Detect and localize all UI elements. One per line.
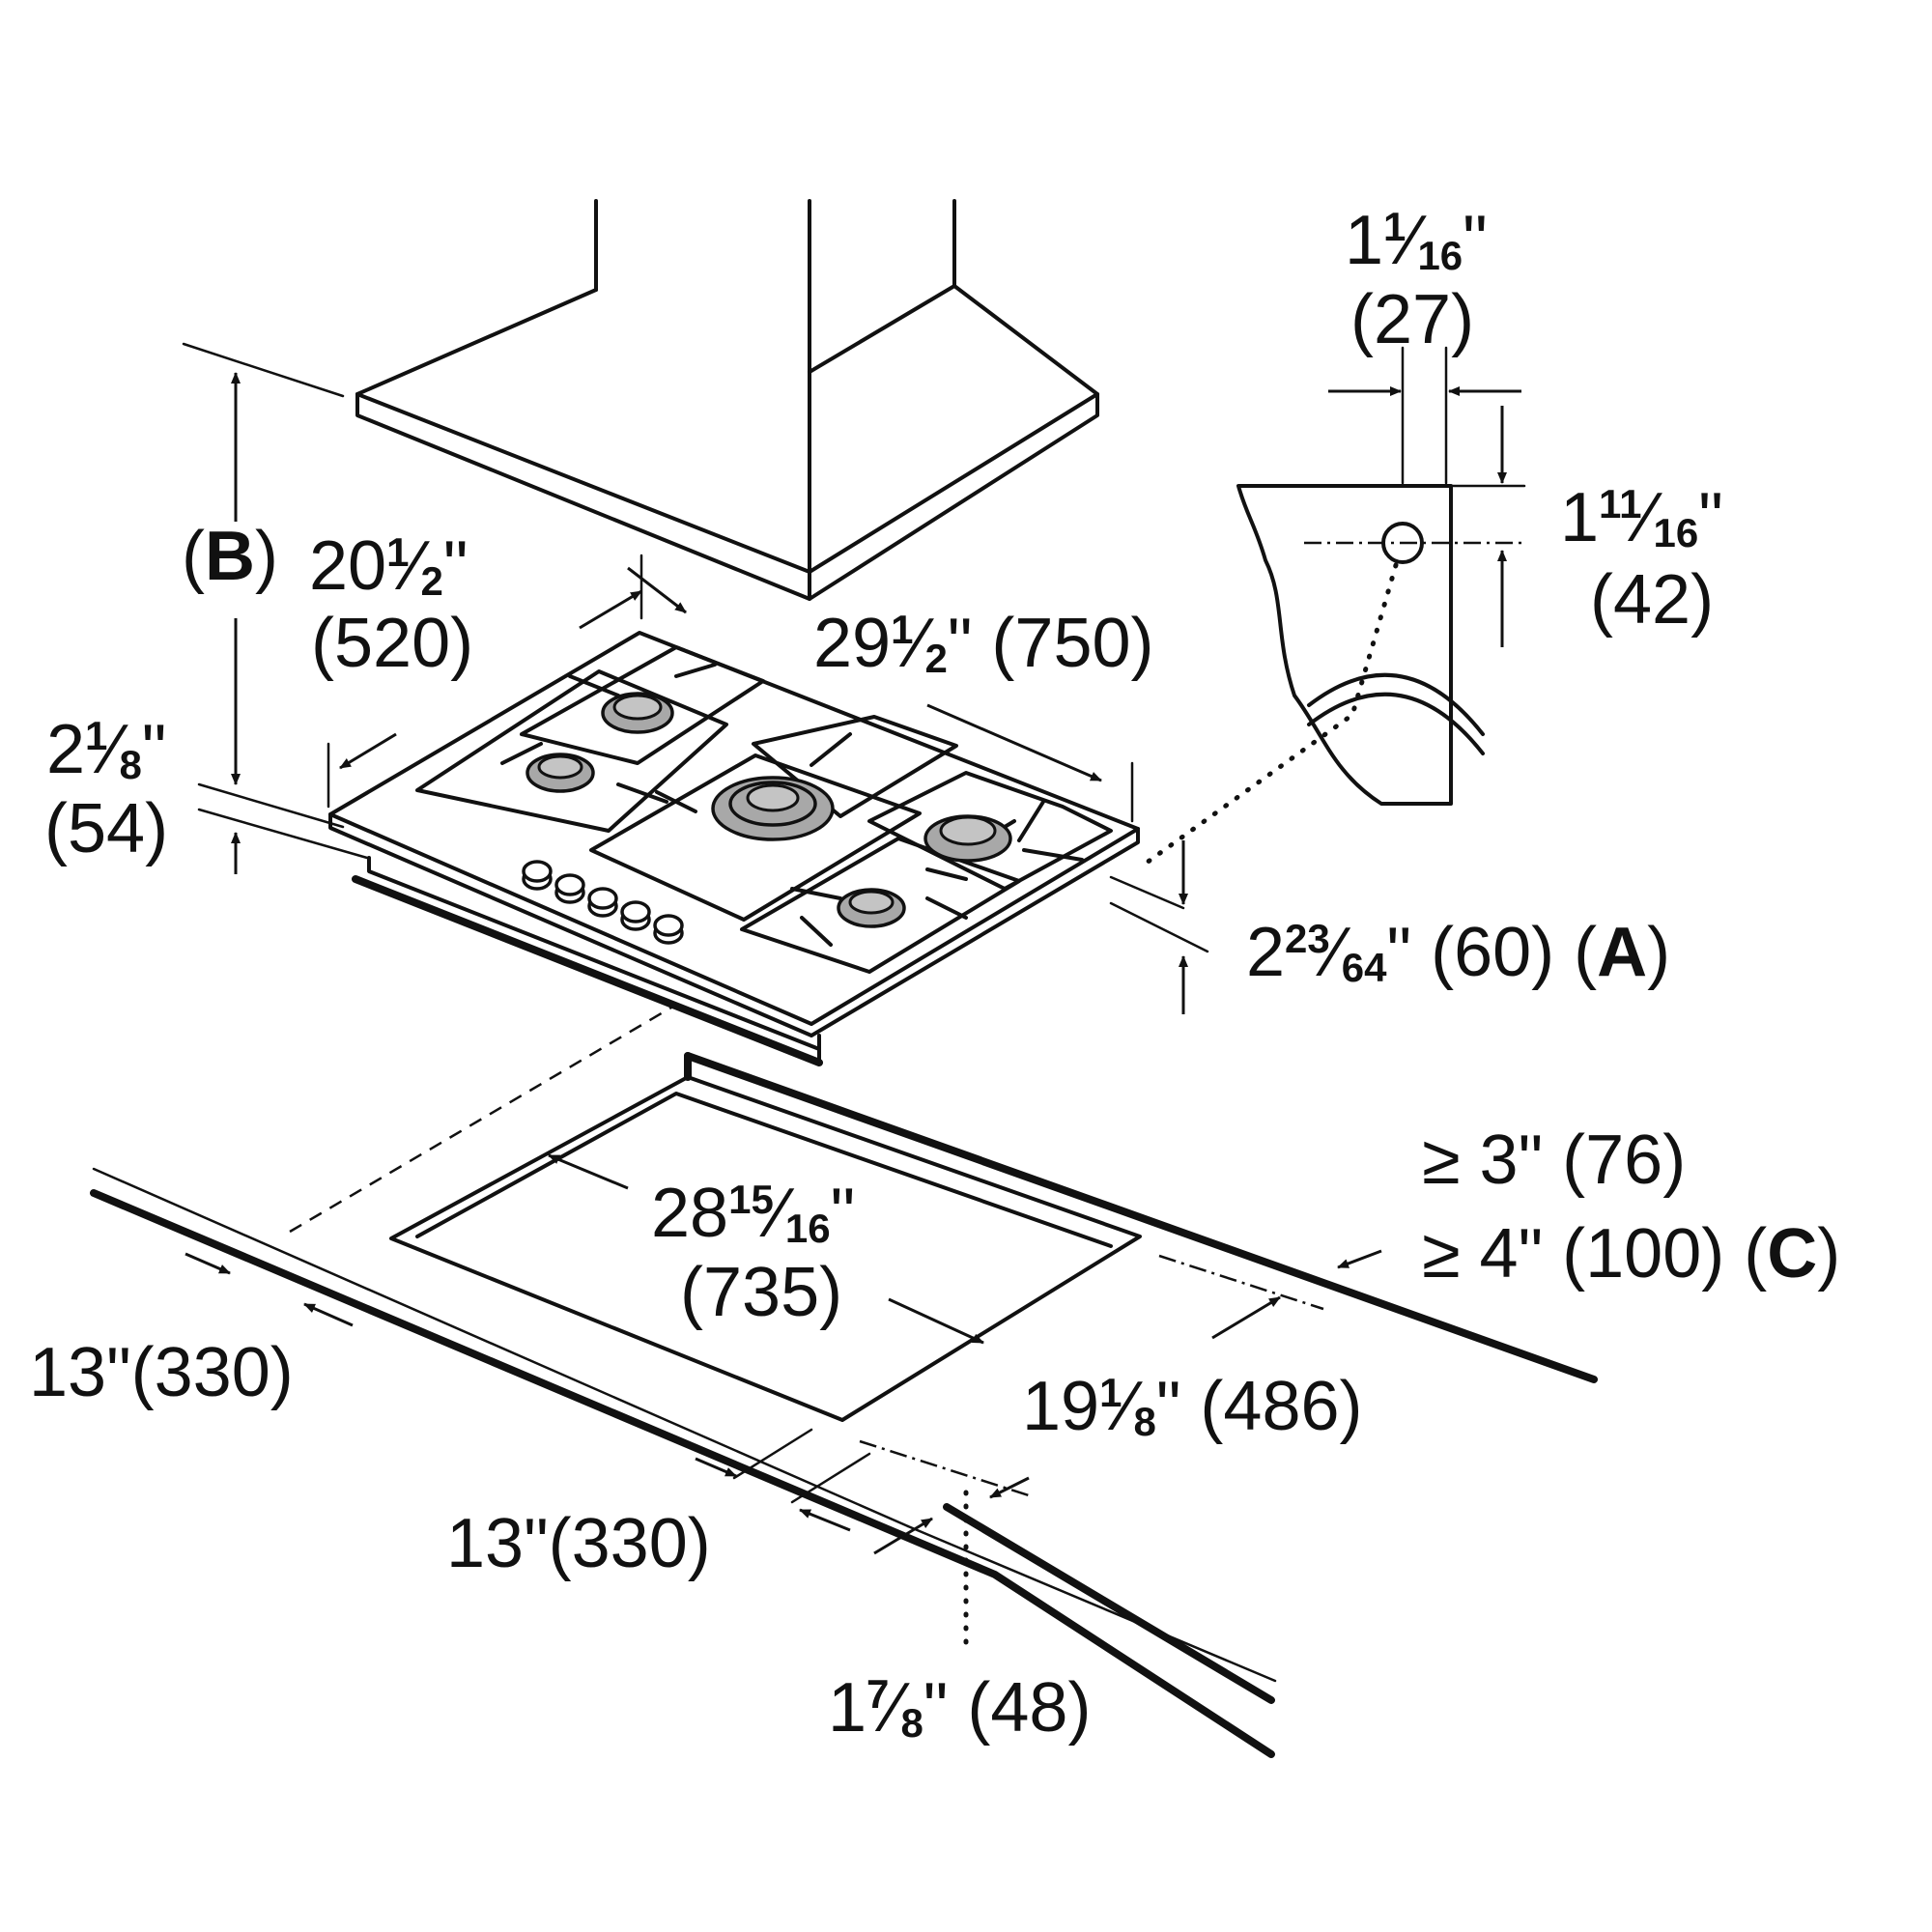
- label-cd-den: 8: [1133, 1399, 1155, 1444]
- label-side-whole: 1: [1560, 479, 1599, 556]
- label-a: 223⁄64" (60) (A): [1246, 914, 1670, 991]
- label-top-quote: ": [1463, 202, 1488, 279]
- label-hb: 21⁄8": [46, 711, 166, 788]
- label-cw-num: 15: [728, 1177, 774, 1222]
- label-cw-den: 16: [785, 1206, 831, 1251]
- label-cw-quote: ": [831, 1175, 856, 1252]
- label-hb-mm: (54): [44, 790, 168, 867]
- label-side-quote: ": [1698, 479, 1723, 556]
- label-width-den: 2: [420, 558, 442, 604]
- label-cw-mm: (735): [680, 1254, 842, 1331]
- label-width-num: 1: [386, 529, 409, 575]
- label-b-letter: B: [205, 518, 255, 595]
- label-depth-num: 1: [891, 607, 913, 652]
- profile-section: [1137, 346, 1526, 870]
- label-side-mm: (42): [1590, 561, 1714, 639]
- label-cd-mm: (486): [1200, 1368, 1362, 1445]
- control-knob-icon: [620, 900, 651, 931]
- label-clearance-4-close: ): [1817, 1215, 1840, 1293]
- label-cd-num: 1: [1099, 1370, 1122, 1415]
- label-depth-whole: 29: [813, 605, 891, 682]
- label-bottom-13: 13"(330): [446, 1505, 711, 1582]
- label-width-in: 201⁄2": [309, 527, 468, 605]
- label-hb-whole: 2: [46, 711, 85, 788]
- control-knob-icon: [587, 887, 618, 918]
- label-side-num: 11: [1599, 481, 1641, 526]
- label-clearance-3: ≥ 3" (76): [1422, 1122, 1686, 1199]
- label-a-mm: (60): [1431, 914, 1554, 991]
- gas-burner-icon: [526, 753, 595, 793]
- label-a-den: 64: [1342, 945, 1387, 990]
- label-clearance-4-text: ≥ 4" (100) (: [1422, 1215, 1767, 1293]
- label-thickness-den: 8: [900, 1700, 923, 1746]
- label-thickness-num: 7: [867, 1671, 889, 1717]
- label-width-quote: ": [443, 527, 469, 605]
- gas-burner-icon: [711, 776, 835, 841]
- label-a-letter: A: [1597, 914, 1647, 991]
- countertop-cutout: [90, 1003, 1598, 1758]
- label-top-den: 16: [1417, 233, 1463, 278]
- label-thickness-mm: (48): [967, 1669, 1091, 1747]
- label-top-num: 1: [1383, 204, 1406, 249]
- label-left-13: 13"(330): [29, 1334, 294, 1411]
- label-b: (B): [182, 518, 278, 595]
- dimension-labels: (B) 201⁄2" (520) 291⁄2" (750) 21⁄8" (54)…: [29, 202, 1840, 1747]
- label-depth-den: 2: [924, 636, 947, 681]
- dimension-lines: [182, 342, 1521, 1555]
- control-knob-icon: [653, 914, 684, 945]
- cooktop: [328, 631, 1140, 1066]
- label-top-mm: (27): [1350, 281, 1474, 358]
- label-cd-whole: 19: [1022, 1368, 1099, 1445]
- control-knob-icon: [554, 873, 585, 904]
- label-a-quote: ": [1387, 914, 1412, 991]
- gas-burner-icon: [601, 692, 674, 734]
- label-thickness: 17⁄8" (48): [828, 1669, 1091, 1747]
- label-a-whole: 2: [1246, 914, 1285, 991]
- label-hb-num: 1: [85, 713, 107, 758]
- label-cd: 191⁄8" (486): [1022, 1368, 1363, 1445]
- label-hb-den: 8: [119, 742, 141, 787]
- label-depth-quote: ": [948, 605, 973, 682]
- label-a-num: 23: [1285, 916, 1330, 961]
- range-hood: [355, 199, 1099, 601]
- label-depth: 291⁄2" (750): [813, 605, 1154, 682]
- label-c-letter: C: [1767, 1215, 1817, 1293]
- label-top-whole: 1: [1345, 202, 1383, 279]
- label-thickness-quote: ": [923, 1669, 949, 1747]
- label-cw-whole: 28: [651, 1175, 728, 1252]
- label-thickness-whole: 1: [828, 1669, 867, 1747]
- label-width-whole: 20: [309, 527, 386, 605]
- label-top: 11⁄16": [1345, 202, 1488, 279]
- label-hb-quote: ": [142, 711, 167, 788]
- label-cd-quote: ": [1156, 1368, 1181, 1445]
- gas-burner-icon: [837, 888, 906, 928]
- label-side-den: 16: [1653, 510, 1698, 555]
- label-depth-mm: (750): [991, 605, 1153, 682]
- control-knob-icon: [522, 860, 553, 891]
- gas-burner-icon: [923, 814, 1012, 863]
- label-side: 111⁄16": [1560, 479, 1723, 556]
- label-width-mm: (520): [311, 605, 473, 682]
- label-clearance-4: ≥ 4" (100) (C): [1422, 1215, 1840, 1293]
- label-cw: 2815⁄16": [651, 1175, 855, 1252]
